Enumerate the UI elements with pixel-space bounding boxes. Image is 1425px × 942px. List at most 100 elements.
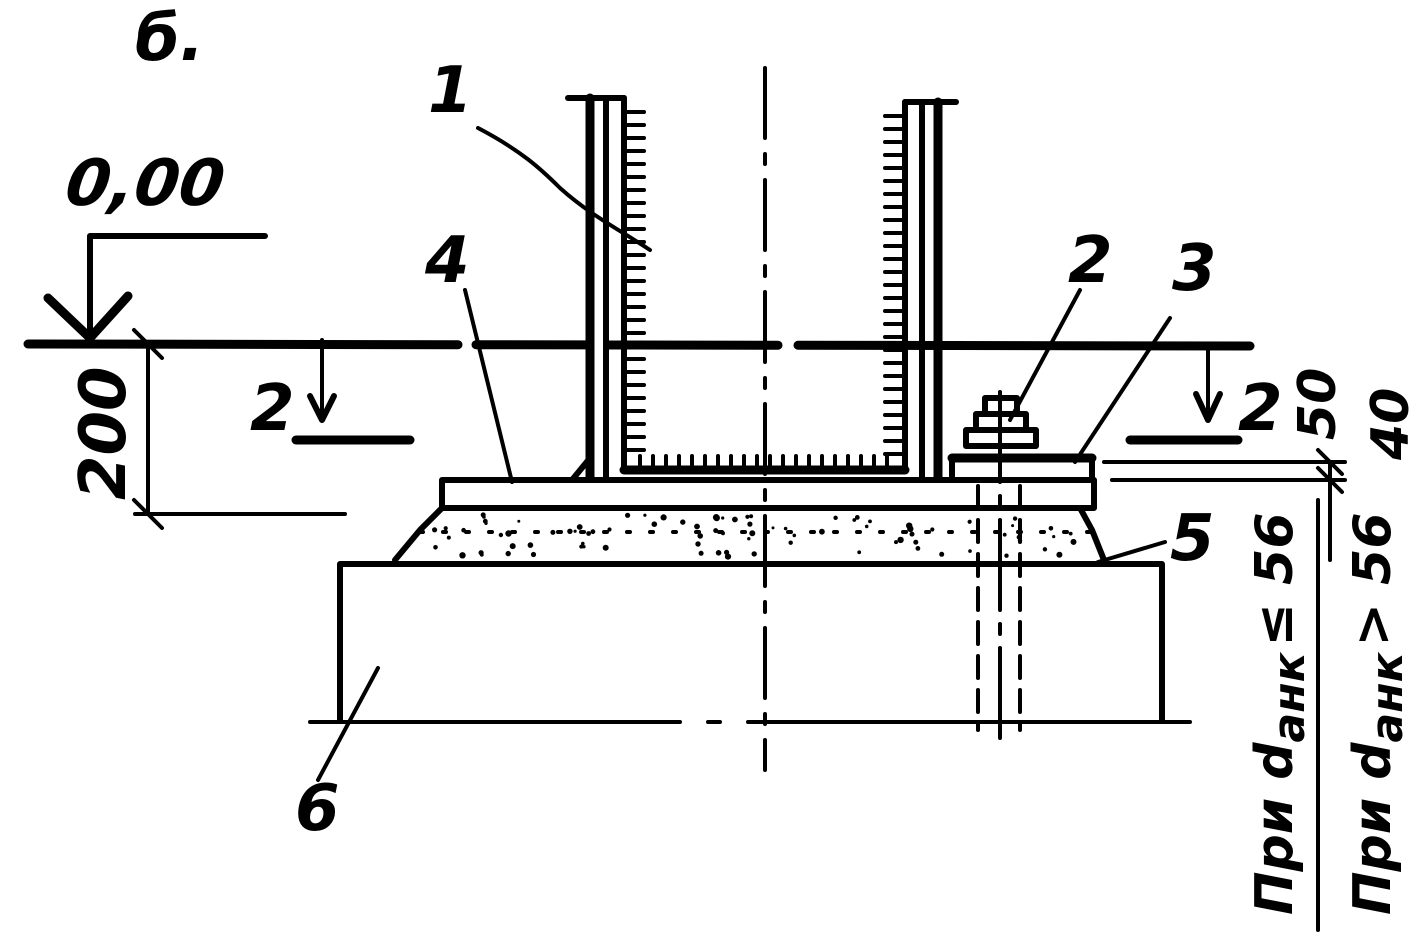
grout-dot [459, 552, 466, 559]
grout-dot [1004, 553, 1009, 558]
grout-dot [432, 527, 438, 533]
grout-dot [1042, 547, 1048, 552]
level-line [23, 339, 1255, 351]
dimension-50-text: 50 [1288, 368, 1348, 440]
weld-left [622, 110, 646, 452]
grout-dot [907, 525, 914, 533]
grout-dot [586, 531, 591, 536]
grout-dot [749, 514, 754, 519]
section-mark-left [291, 338, 415, 445]
grout-dot [909, 531, 915, 537]
grout-dot [651, 521, 658, 527]
grout-dot [625, 512, 631, 518]
grout-dot [788, 540, 793, 545]
grout-dot [868, 519, 872, 524]
grout-dot [819, 528, 825, 535]
grout-layer [392, 505, 1107, 563]
grout-dot [897, 536, 904, 544]
grout-dot [433, 545, 438, 550]
grout-dot [698, 550, 704, 556]
level-mark-text: 0,00 [61, 146, 229, 221]
section-mark-left-text: 2 [250, 372, 295, 446]
grout-dot [747, 537, 751, 541]
grout-dot [747, 521, 753, 527]
callout-3: 3 [1172, 232, 1217, 306]
grout-dot [509, 543, 516, 550]
grout-dot [967, 519, 972, 524]
grout-dot [721, 516, 725, 520]
grout-dot [1052, 535, 1056, 539]
grout-dot [715, 550, 722, 556]
grout-dot [792, 533, 797, 538]
grout-dot [1011, 524, 1015, 528]
grout-dot [751, 551, 757, 557]
grout-dot [894, 540, 898, 545]
grout-dot [660, 514, 667, 521]
base-plate [439, 477, 1097, 511]
callout-4: 4 [424, 224, 470, 298]
grout-dot [697, 533, 703, 539]
grout-dot [505, 530, 512, 537]
dimension-200-text: 200 [67, 366, 141, 500]
grout-dot [852, 518, 857, 522]
level-marker [43, 233, 268, 343]
grout-dot [1012, 516, 1018, 521]
grout-dot [1068, 531, 1073, 536]
dimension-50-40 [1102, 448, 1347, 562]
grout-dot [530, 551, 537, 558]
grout-dot [482, 515, 486, 519]
grout-dot [1056, 551, 1063, 558]
grout-dot [680, 519, 686, 525]
condition-1-text: При dанк≤ 56 [1245, 512, 1315, 915]
grout-dot [643, 513, 647, 517]
grout-dot [694, 523, 700, 530]
grout-dot [930, 527, 935, 532]
grout-dot [498, 532, 504, 538]
grout-dot [579, 544, 584, 549]
grout-dot [550, 529, 556, 535]
grout-dot [479, 552, 484, 557]
callout-2: 2 [1068, 224, 1113, 298]
grout-dot [590, 529, 596, 535]
grout-dot [1048, 526, 1054, 531]
grout-dot [724, 553, 732, 560]
grout-dot [864, 524, 869, 529]
dimension-40-text: 40 [1361, 388, 1421, 461]
grout-dot [581, 541, 585, 546]
callout-5: 5 [1170, 502, 1215, 576]
weld-right [883, 114, 907, 456]
grout-dot [721, 531, 725, 536]
anchor-bolt [949, 390, 1095, 747]
grout-dot [607, 527, 612, 532]
grout-dot [461, 527, 466, 533]
grout-dot [939, 551, 945, 557]
grout-dot [527, 542, 534, 548]
grout-dot [443, 526, 448, 531]
grout-dot [446, 535, 451, 540]
callout-1: 1 [428, 54, 473, 128]
section-mark-right-text: 2 [1238, 372, 1283, 446]
grout-dot [732, 516, 738, 523]
grout-dot [517, 519, 521, 523]
grout-dot [968, 549, 972, 553]
grout-dot [915, 546, 921, 551]
grout-dot [833, 515, 838, 520]
grout-dot [771, 526, 775, 530]
grout-dot [1002, 532, 1007, 537]
section-mark-right [1125, 346, 1243, 445]
grout-dot [913, 539, 919, 545]
steel-column [565, 93, 959, 483]
grout-dot [573, 529, 577, 533]
grout-dot [602, 544, 609, 551]
grout-dot [857, 550, 862, 555]
grout-dot [745, 514, 750, 519]
grout-dot [1072, 541, 1076, 545]
condition-2-text: При dанк> 56 [1343, 512, 1413, 915]
grout-dot [484, 521, 488, 525]
grout-dot [695, 541, 701, 547]
grout-dot [576, 524, 583, 530]
grout-dot [505, 550, 511, 557]
grout-dot [783, 526, 788, 531]
grout-dot [713, 528, 719, 534]
